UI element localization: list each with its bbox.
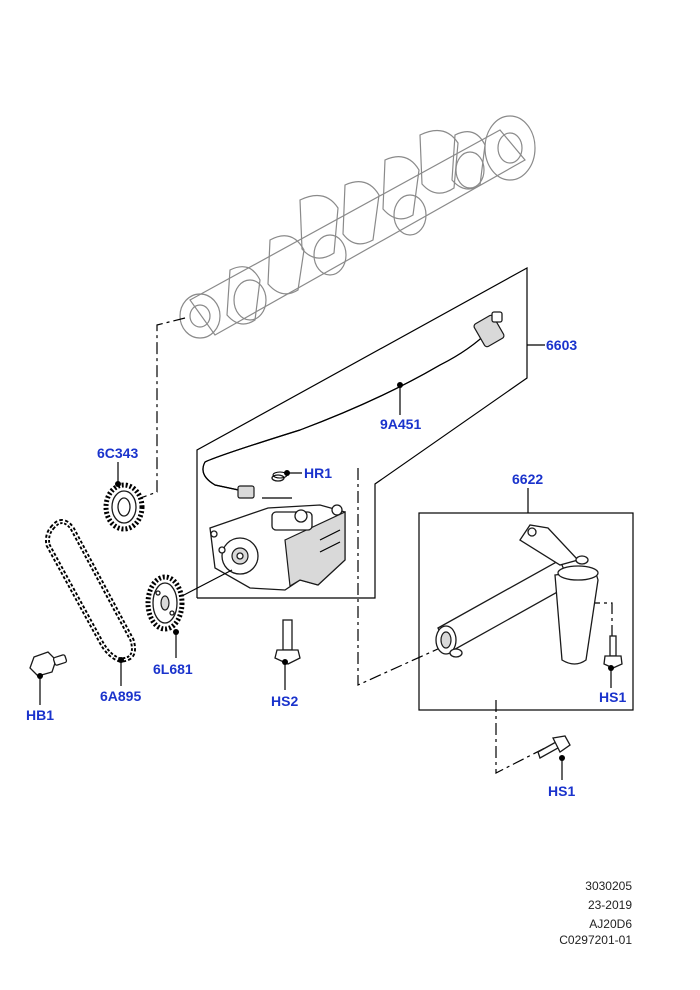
callout-6622[interactable]: 6622 [512,471,543,487]
callout-6603[interactable]: 6603 [546,337,577,353]
callout-9a451[interactable]: 9A451 [380,416,421,432]
callout-hs1-inner[interactable]: HS1 [599,689,626,705]
callout-hr1[interactable]: HR1 [304,465,332,481]
oil-pickup-box [418,512,634,711]
oil-pump-illustration [209,474,346,591]
pump-sprocket-illustration [145,569,233,632]
callout-6c343[interactable]: 6C343 [97,445,138,461]
callout-labels: 6603 9A451 HR1 6C343 6622 6L681 6A895 HB… [26,337,626,799]
bolt-hs1-outer-illustration [537,735,571,759]
oil-pump-assembly-box [196,266,528,599]
timing-chain-illustration [45,519,136,663]
leader-lines [37,344,614,780]
reference-line-4: C0297201-01 [559,933,632,947]
callout-hs1-outer[interactable]: HS1 [548,783,575,799]
callout-6l681[interactable]: 6L681 [153,661,193,677]
bolt-hs1-inner-illustration [603,635,623,669]
callout-hs2[interactable]: HS2 [271,693,298,709]
bolt-hb1-illustration [29,651,68,677]
bolt-hs2-illustration [274,619,301,665]
sensor-harness-illustration [202,311,505,499]
reference-line-3: AJ20D6 [589,917,632,931]
reference-line-2: 23-2019 [588,898,632,912]
alignment-lines [134,317,613,774]
oil-pickup-illustration [435,524,599,665]
crank-sprocket-illustration [103,482,145,532]
reference-line-1: 3030205 [585,879,632,893]
crankshaft-illustration [179,115,536,339]
reference-block: 3030205 23-2019 AJ20D6 C0297201-01 [559,879,632,947]
callout-hb1[interactable]: HB1 [26,707,54,723]
callout-6a895[interactable]: 6A895 [100,688,141,704]
